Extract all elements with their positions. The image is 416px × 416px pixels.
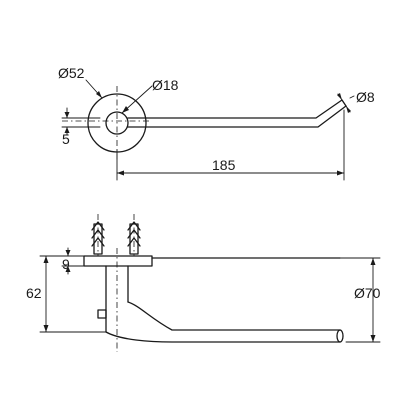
stem-side [105, 265, 129, 333]
arrow-projection-bottom [370, 335, 376, 342]
inner-circle [105, 111, 129, 135]
flange-side [83, 255, 153, 267]
arm-upper-side [127, 301, 341, 331]
dim-height: 62 [26, 255, 107, 333]
arm-upper-edge [127, 99, 343, 119]
arrow-length-right [337, 170, 344, 176]
label-height: 62 [26, 285, 42, 301]
dim-rod-diameter: Ø8 [337, 89, 375, 113]
arrow-flange-top [65, 250, 71, 256]
arrow-height-top [43, 256, 49, 263]
dim-flange-thickness: 9 [61, 247, 85, 275]
dim-projection: Ø70 [339, 257, 381, 343]
wall-anchor-left [91, 214, 105, 256]
wall-anchor-right [127, 214, 141, 256]
side-view [83, 214, 344, 352]
label-rod-diameter: Ø8 [356, 89, 375, 105]
dim-length: 185 [116, 109, 345, 181]
arrow-flange [96, 91, 102, 98]
arrow-rod-a [337, 93, 342, 100]
arrow-offset-bottom [64, 127, 70, 133]
arm-lower-side [105, 331, 341, 343]
label-flange-thickness: 9 [62, 256, 70, 272]
dim-flange-diameter: Ø52 [58, 65, 103, 99]
top-view [62, 86, 347, 160]
set-screw [97, 309, 107, 319]
rod-end-cap [336, 329, 344, 343]
label-inner-diameter: Ø18 [152, 77, 179, 93]
label-flange-diameter: Ø52 [58, 65, 85, 81]
label-length: 185 [212, 157, 236, 173]
arrow-inner [122, 106, 129, 113]
arrow-length-left [117, 170, 124, 176]
dim-offset: 5 [61, 107, 101, 147]
label-projection: Ø70 [354, 285, 381, 301]
arrow-flange-bottom [65, 266, 71, 272]
arm-lower-edge [127, 105, 347, 128]
arrow-height-bottom [43, 325, 49, 332]
arrow-offset-top [64, 112, 70, 118]
arrow-projection-top [370, 258, 376, 265]
arrow-rod-b [346, 106, 351, 113]
label-offset: 5 [62, 131, 70, 147]
dim-inner-diameter: Ø18 [121, 77, 179, 114]
leader-rod [349, 95, 355, 99]
